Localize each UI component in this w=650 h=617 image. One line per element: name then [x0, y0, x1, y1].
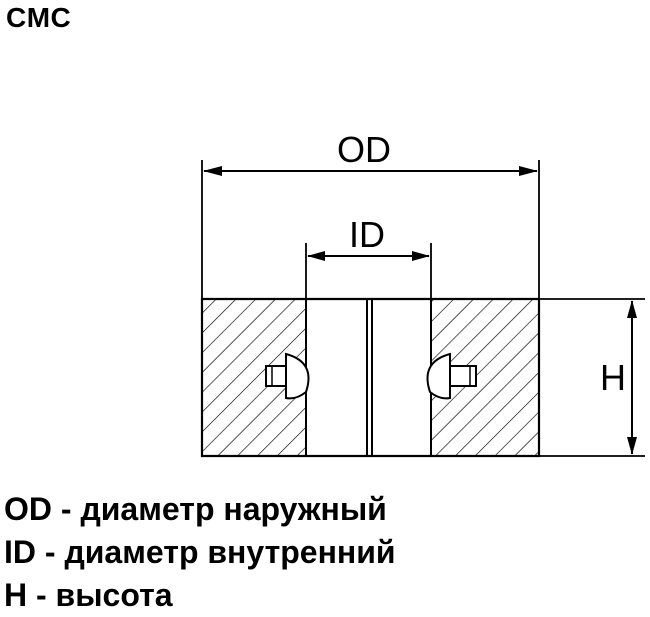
seal-cross-section-drawing: OD ID H	[200, 129, 645, 458]
legend-h: H - высота	[4, 577, 173, 613]
bore-right-wall	[371, 298, 432, 457]
legend-od: OD - диаметр наружный	[4, 491, 387, 527]
h-dimension: H	[539, 298, 645, 457]
legend: OD - диаметр наружный ID - диаметр внутр…	[4, 488, 396, 617]
bore-left-wall	[305, 298, 368, 457]
left-insert-detail	[265, 352, 310, 400]
id-dimension: ID	[305, 214, 432, 299]
od-label: OD	[337, 129, 391, 170]
diagram-title: CMC	[6, 2, 72, 33]
id-label: ID	[349, 214, 385, 255]
h-label: H	[600, 357, 626, 398]
right-insert-detail	[426, 352, 477, 400]
legend-id: ID - диаметр внутренний	[4, 534, 396, 570]
od-dimension: OD	[201, 129, 540, 299]
